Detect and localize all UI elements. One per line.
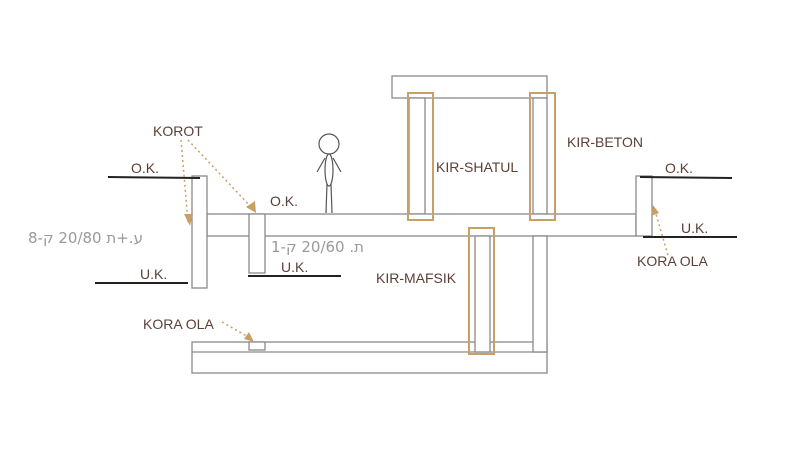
kir-mafsik-wall xyxy=(474,235,491,353)
kir-beton-label: KIR-BETON xyxy=(567,134,643,150)
kir-beton-wall xyxy=(532,97,548,215)
uk-left-label: U.K. xyxy=(140,266,167,282)
kir-shatul-highlight xyxy=(407,92,434,221)
roof-slab xyxy=(391,75,548,99)
beam-left-spec: ע.+ת 20/80 ק-8 xyxy=(28,229,143,247)
right-wall xyxy=(635,175,653,237)
kora-ola-left-label: KORA OLA xyxy=(143,316,214,332)
kir-shatul-label: KIR-SHATUL xyxy=(436,159,518,175)
floor-slab xyxy=(206,213,637,237)
person-icon xyxy=(316,133,342,214)
kora-ola-right-arrow xyxy=(655,213,669,256)
korot-beam xyxy=(248,213,266,274)
ok-left-line xyxy=(107,176,201,179)
kir-mafsik-label: KIR-MAFSIK xyxy=(376,270,457,286)
ok-left-label: O.K. xyxy=(131,160,159,176)
kora-ola-left-arrow xyxy=(221,321,251,339)
right-lower-column xyxy=(532,235,548,353)
left-wall xyxy=(191,175,208,289)
uk-mid-label: U.K. xyxy=(281,259,308,275)
kir-shatul-wall xyxy=(408,97,426,215)
korot-arrow-1 xyxy=(180,139,189,223)
arrowhead xyxy=(244,332,254,342)
kir-beton-highlight xyxy=(529,92,556,221)
kora-ola-right-label: KORA OLA xyxy=(637,253,708,269)
beam-mid-spec: ת. 20/60 ק-1 xyxy=(271,238,364,256)
ok-mid-label: O.K. xyxy=(270,193,298,209)
korot-arrow-2 xyxy=(187,139,253,209)
arrowhead xyxy=(246,201,256,213)
uk-right-label: U.K. xyxy=(681,220,708,236)
kora-ola-block xyxy=(248,341,266,351)
ok-right-line xyxy=(639,176,733,179)
kir-mafsik-highlight xyxy=(468,227,495,355)
korot-label: KOROT xyxy=(153,123,203,139)
arrowhead xyxy=(651,205,659,216)
arrowhead xyxy=(184,214,193,226)
ok-right-label: O.K. xyxy=(665,160,693,176)
